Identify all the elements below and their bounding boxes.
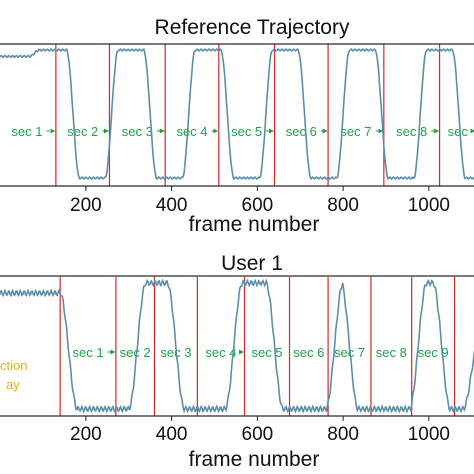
x-axis-label: frame number	[189, 448, 320, 471]
x-tick-label: 400	[156, 195, 188, 216]
x-tick-label: 200	[70, 195, 102, 216]
plot-frame	[0, 275, 474, 417]
boundary-lines	[55, 44, 441, 186]
section-label: sec 4	[176, 124, 207, 139]
boundary-lines	[59, 277, 456, 416]
section-label: sec 5	[251, 345, 282, 360]
section-label: sec 5	[231, 124, 262, 139]
section-label: sec 2	[67, 124, 98, 139]
chart-title: User 1	[221, 252, 283, 275]
x-tick-label: 800	[327, 424, 359, 445]
section-label: sec 6	[293, 345, 324, 360]
x-axis-ticks: 200 400 600 800 1000	[70, 416, 450, 445]
chart-title: Reference Trajectory	[155, 16, 350, 39]
section-label: sec 4	[205, 345, 236, 360]
x-tick-label: 200	[70, 424, 102, 445]
section-label: sec	[448, 124, 469, 139]
x-tick-label: 1000	[408, 424, 450, 445]
section-label: sec 1	[72, 345, 103, 360]
section-label: sec 3	[122, 124, 153, 139]
x-tick-label: 1000	[408, 195, 450, 216]
section-label: sec 6	[286, 124, 317, 139]
plot-frame	[0, 43, 474, 187]
section-label: sec 2	[120, 345, 151, 360]
x-tick-label: 400	[156, 424, 188, 445]
section-markers: sec 1 sec 2 sec 3 sec 4 sec 5 sec 6 sec 7 sec 8…	[11, 124, 474, 139]
x-axis-ticks: 200 400 600 800 1000	[70, 186, 450, 216]
section-label: sec 8	[376, 345, 407, 360]
trajectory-line	[0, 278, 474, 414]
x-tick-label: 600	[242, 424, 274, 445]
x-axis-label: frame number	[189, 213, 320, 236]
section-label: sec 8	[396, 124, 427, 139]
section-label: sec 1	[11, 124, 42, 139]
section-label: sec 9	[418, 345, 449, 360]
x-tick-label: 800	[327, 195, 359, 216]
annotation-line-2: ay	[6, 377, 20, 392]
x-tick-label: 600	[242, 195, 274, 216]
trajectory-line	[0, 47, 474, 181]
annotation-line-1: ction	[0, 358, 27, 373]
section-label: sec 7	[340, 124, 371, 139]
